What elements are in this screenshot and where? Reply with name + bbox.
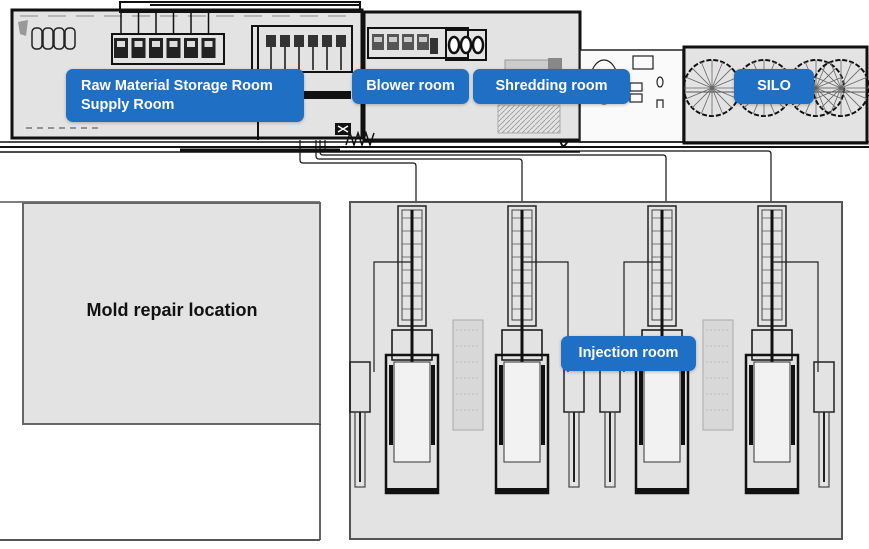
silo-label[interactable]: SILO [734, 69, 814, 104]
shredding-room-label[interactable]: Shredding room [473, 69, 630, 104]
silo-tank [812, 59, 869, 117]
raw-storage-units [111, 10, 225, 65]
blower-unit [387, 34, 399, 50]
shredder-unit [471, 35, 485, 55]
raw-storage-unit [201, 10, 216, 58]
mold-repair-area [0, 201, 321, 541]
raw-storage-unit [114, 10, 128, 58]
mold-unit [452, 319, 484, 431]
mold-unit [702, 319, 734, 431]
supply-room-text: Supply Room [81, 96, 175, 113]
mold-repair-room[interactable] [22, 202, 321, 425]
blower-unit [402, 34, 414, 50]
injection-machine [349, 205, 440, 495]
raw-material-storage-label[interactable]: Raw Material Storage Room Supply Room [66, 69, 304, 122]
storage-tanks [31, 27, 76, 50]
injection-machine [744, 205, 835, 495]
pipes [299, 140, 772, 206]
silo-tank [683, 59, 741, 117]
shredder-unit [459, 35, 473, 55]
blower-room-label[interactable]: Blower room [352, 69, 469, 104]
raw-material-storage-text: Raw Material Storage Room [81, 77, 273, 94]
raw-storage-unit [131, 10, 146, 58]
duct-units [266, 35, 346, 70]
injection-machines [349, 205, 835, 495]
blower-unit [417, 34, 429, 50]
injection-machine [494, 205, 585, 495]
raw-storage-unit [166, 10, 181, 58]
injection-machine [599, 205, 690, 495]
top-building [0, 1, 869, 153]
injection-room-label[interactable]: Injection room [561, 336, 696, 371]
shredder-unit [447, 35, 461, 55]
shredding-room-text: Shredding room [495, 78, 608, 94]
blower-room-text: Blower room [366, 78, 455, 94]
mold-repair-label: Mold repair location [86, 300, 258, 320]
blower-unit [372, 34, 384, 50]
injection-room-text: Injection room [578, 345, 679, 361]
raw-storage-unit [149, 10, 163, 58]
silo-text: SILO [757, 78, 791, 94]
injection-area [349, 201, 843, 540]
raw-storage-unit [184, 10, 198, 58]
